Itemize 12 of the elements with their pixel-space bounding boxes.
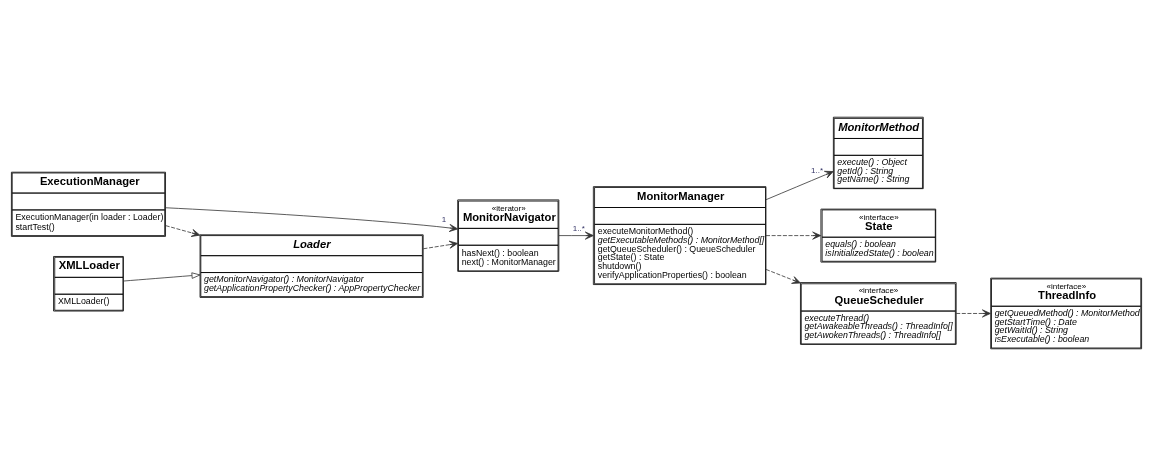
arrow (165, 207, 458, 232)
arrow (955, 309, 991, 318)
edge-label: 1..* (572, 223, 585, 233)
arrow (422, 240, 458, 250)
edge-label: 1..* (811, 165, 824, 175)
arrow (123, 272, 201, 282)
arrow (165, 225, 201, 237)
edge-label: 1 (441, 215, 447, 225)
arrow (558, 231, 594, 240)
arrow (765, 170, 834, 201)
arrow (765, 269, 801, 284)
arrow (765, 231, 822, 240)
